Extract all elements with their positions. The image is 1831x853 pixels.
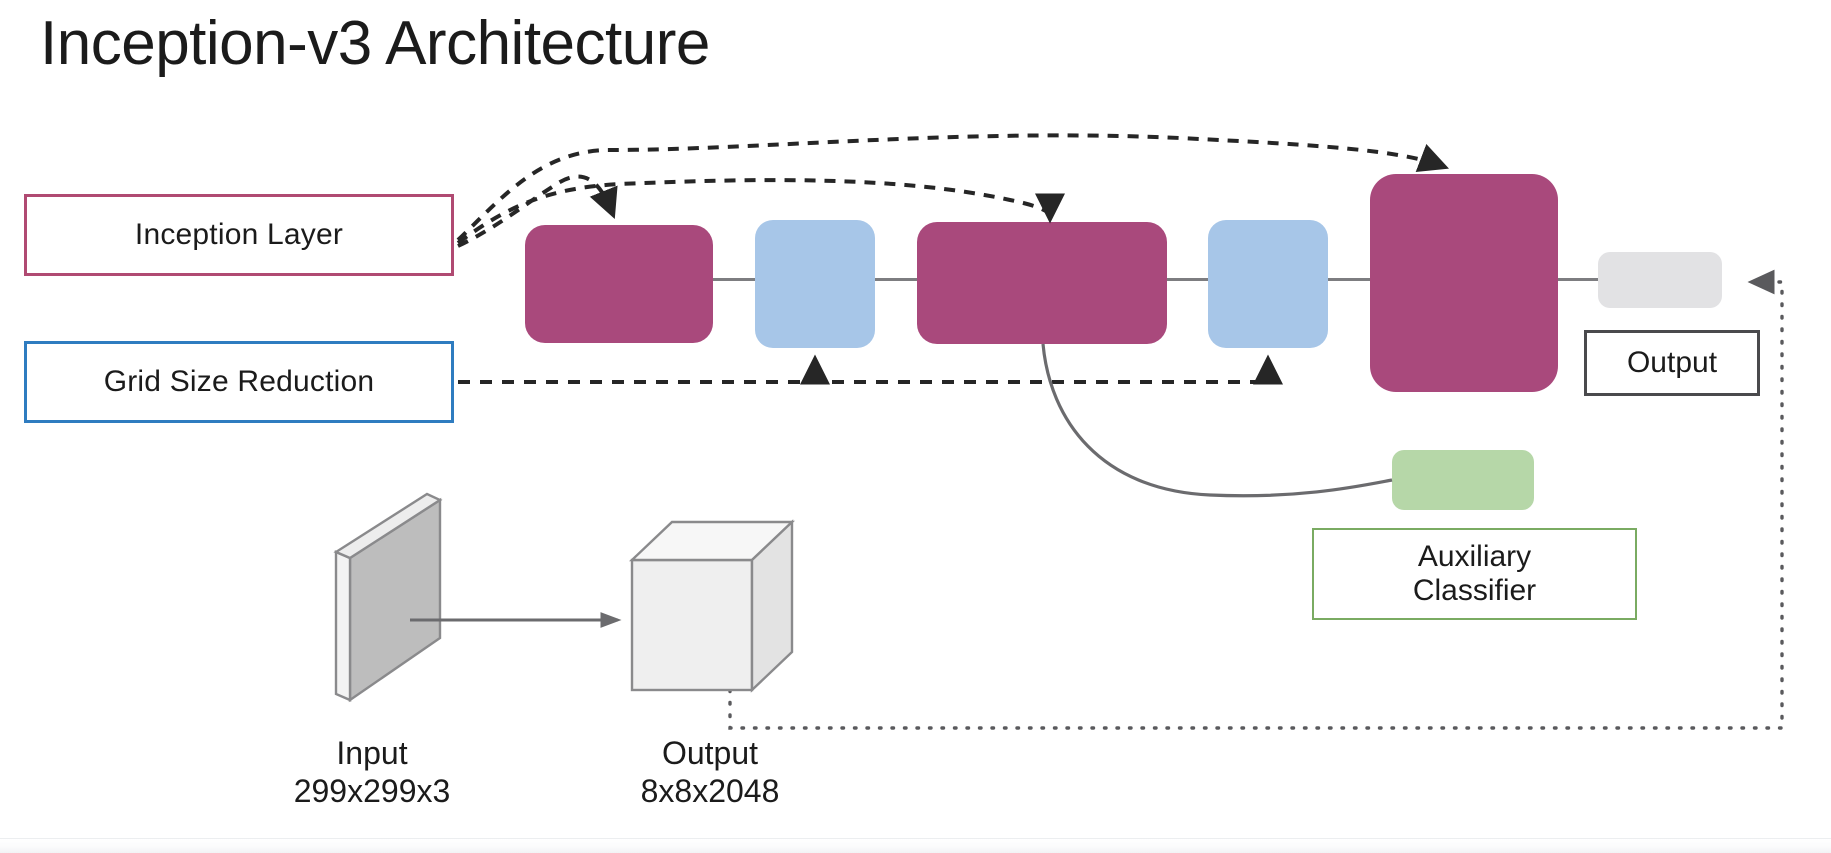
output-3d-cube bbox=[628, 519, 796, 693]
grid-reduction-block-2[interactable] bbox=[1208, 220, 1328, 348]
connector-2-3 bbox=[860, 278, 922, 281]
auxiliary-classifier-label-box[interactable]: Auxiliary Classifier bbox=[1312, 528, 1637, 620]
inception-block-3[interactable] bbox=[1370, 174, 1558, 392]
output-label-box[interactable]: Output bbox=[1584, 330, 1760, 396]
legend-item-inception-layer[interactable]: Inception Layer bbox=[24, 194, 454, 276]
legend-item-grid-size-reduction[interactable]: Grid Size Reduction bbox=[24, 341, 454, 423]
output-label-text: Output bbox=[1626, 346, 1718, 379]
input-3d-plate bbox=[333, 492, 443, 703]
page-title: Inception-v3 Architecture bbox=[40, 9, 710, 78]
legend-label-inception-layer: Inception Layer bbox=[134, 218, 344, 251]
output-shape-caption: Output 8x8x2048 bbox=[575, 735, 845, 811]
auxiliary-classifier-block[interactable] bbox=[1392, 450, 1534, 510]
auxiliary-classifier-line1: Auxiliary bbox=[1417, 540, 1532, 574]
legend-label-grid-size-reduction: Grid Size Reduction bbox=[103, 365, 375, 398]
grid-size-reduction-edges bbox=[458, 354, 1283, 385]
inception-block-1[interactable] bbox=[525, 225, 713, 343]
bottom-edge-strip bbox=[0, 838, 1831, 853]
edge-block3-to-auxiliary bbox=[1041, 343, 1393, 498]
input-caption-title: Input bbox=[336, 735, 408, 771]
output-block[interactable] bbox=[1598, 252, 1722, 308]
input-shape-caption: Input 299x299x3 bbox=[252, 735, 492, 811]
connector-5-6 bbox=[1540, 278, 1606, 281]
inception-block-2[interactable] bbox=[917, 222, 1167, 344]
input-caption-dims: 299x299x3 bbox=[293, 772, 451, 809]
output-caption-title: Output bbox=[661, 735, 759, 771]
connector-3-4 bbox=[1160, 278, 1220, 281]
auxiliary-classifier-line2: Classifier bbox=[1412, 574, 1537, 607]
grid-reduction-block-1[interactable] bbox=[755, 220, 875, 348]
output-caption-dims: 8x8x2048 bbox=[640, 772, 780, 809]
connector-4-5 bbox=[1320, 278, 1376, 281]
connector-1-2 bbox=[700, 278, 760, 281]
